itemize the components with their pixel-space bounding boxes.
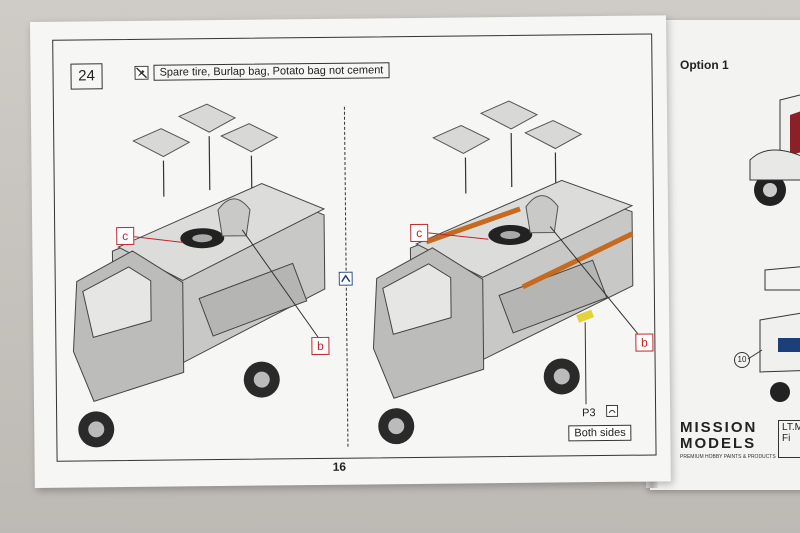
part-label-b-left: b xyxy=(311,336,330,356)
decal-icon xyxy=(606,404,619,417)
part-label-c-left: c xyxy=(116,226,135,246)
rotate-view-icon xyxy=(338,271,353,286)
part-label-c-right: c xyxy=(410,223,429,243)
decal-mark xyxy=(576,309,595,323)
part-label-b-right: b xyxy=(635,333,654,352)
page-number: 16 xyxy=(332,459,347,474)
assembly-illustration xyxy=(72,100,640,448)
brand-line-2: MODELS xyxy=(680,435,757,452)
brand-tagline: PREMIUM HOBBY PAINTS & PRODUCTS xyxy=(680,454,776,460)
brand-logo: MISSION MODELS xyxy=(680,420,757,452)
decal-placement: Both sides xyxy=(568,424,632,442)
assembly-note: Spare tire, Burlap bag, Potato bag not c… xyxy=(134,62,390,81)
potato-bag-right xyxy=(525,195,559,234)
roof-rail-orange-left xyxy=(425,206,521,245)
info-box-line-2: Fi xyxy=(782,433,791,444)
callout-number: 10 xyxy=(734,352,750,368)
option-title: Option 1 xyxy=(680,58,729,72)
info-box-line-1: LT.M xyxy=(782,422,800,433)
vehicle-left xyxy=(72,183,326,402)
right-page: Option 1 10 MISSION MODELS PREMIUM HOBBY… xyxy=(650,20,800,490)
decal-part-number: P3 xyxy=(582,407,596,420)
burlap-bags-left xyxy=(132,103,279,158)
left-page: 24 Spare tire, Burlap bag, Potato bag no… xyxy=(30,15,671,488)
brand-line-1: MISSION xyxy=(680,419,758,436)
no-cement-icon xyxy=(134,65,149,80)
option-vehicle-illustration xyxy=(747,94,800,402)
info-box: LT.M Fi xyxy=(778,420,800,458)
potato-bag-left xyxy=(217,198,251,237)
burlap-bags-right xyxy=(432,100,583,155)
